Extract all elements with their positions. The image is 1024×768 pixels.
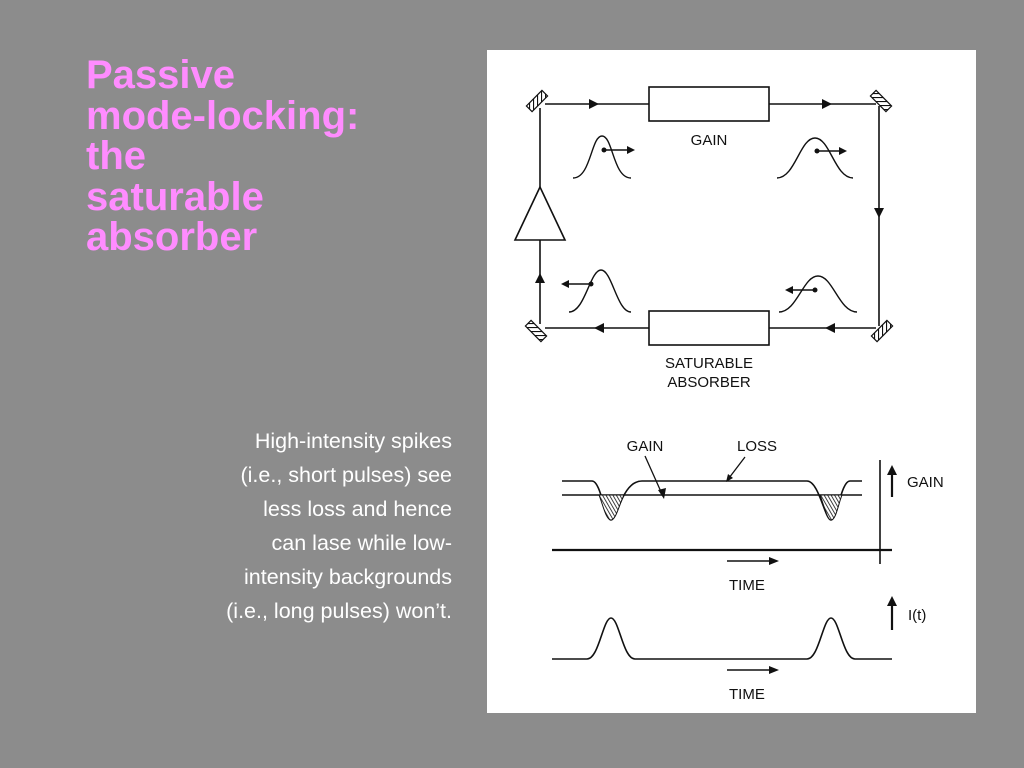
saturable-absorber: [648, 310, 770, 346]
arrow-left-icon: [594, 323, 604, 333]
intensity-axis-label: I(t): [908, 607, 926, 624]
pulse-bottom-left: [568, 269, 632, 313]
arrow-right-icon: [589, 99, 599, 109]
pulse-dot: [814, 148, 820, 154]
caption-line: intensity backgrounds: [244, 565, 452, 589]
intensity-plot: I(t) TIME: [552, 596, 926, 703]
arrow-down-icon: [658, 488, 666, 499]
pulse-top-right: [776, 137, 854, 179]
absorber-label-line: SATURABLE: [665, 355, 753, 372]
gain-axis-label: GAIN: [907, 474, 944, 491]
arrow-left-icon: [785, 286, 793, 294]
pulse-dot: [601, 147, 607, 153]
loss-pointer: [728, 456, 746, 479]
gain-loss-plot: GAIN LOSS GAIN TIME: [552, 438, 944, 594]
caption-line: (i.e., short pulses) see: [240, 463, 452, 487]
time-label: TIME: [729, 577, 765, 594]
mode-locking-figure: GAIN SATURABLE ABSORBER: [513, 86, 944, 703]
arrow-right-icon: [822, 99, 832, 109]
slide-title: Passive mode-locking: the saturable abso…: [86, 55, 446, 258]
loss-curve-label: LOSS: [737, 438, 777, 455]
arrow-right-icon: [839, 147, 847, 155]
gain-curve-label: GAIN: [627, 438, 664, 455]
arrow-left-icon: [561, 280, 569, 288]
figure-panel: GAIN SATURABLE ABSORBER: [487, 50, 976, 713]
pulse-dot: [588, 281, 594, 287]
caption-line: High-intensity spikes: [254, 429, 452, 453]
net-gain-window: [598, 494, 625, 521]
arrow-down-icon: [726, 474, 733, 482]
title-line: saturable: [86, 174, 264, 219]
gain-pointer: [644, 455, 663, 495]
title-line: the: [86, 134, 146, 178]
arrow-left-icon: [825, 323, 835, 333]
mirror-bottom-left: [524, 319, 548, 343]
pulse-top-left: [572, 135, 632, 179]
prism-icon: [513, 185, 567, 241]
caption-line: can lase while low-: [271, 531, 452, 555]
arrow-down-icon: [874, 208, 884, 218]
intensity-curve: [552, 617, 892, 660]
title-line: Passive: [86, 53, 236, 97]
arrow-up-icon: [535, 273, 545, 283]
arrow-right-icon: [627, 146, 635, 154]
arrow-right-icon: [769, 557, 779, 565]
mirror-top-left: [525, 89, 549, 113]
beam-arrows: [535, 99, 884, 333]
pulse-dot: [812, 287, 818, 293]
title-line: absorber: [86, 215, 258, 259]
cavity-pulses: [568, 135, 858, 313]
pulse-arrowheads: [561, 146, 847, 294]
time-label: TIME: [729, 686, 765, 703]
title-line: mode-locking:: [86, 93, 360, 138]
mirror-top-right: [869, 89, 893, 113]
arrow-up-icon: [887, 465, 897, 475]
mirror-bottom-right: [870, 319, 894, 343]
caption-line: less loss and hence: [263, 497, 452, 521]
pulse-bottom-right: [778, 275, 858, 313]
net-gain-window: [819, 494, 843, 521]
slide-caption: High-intensity spikes (i.e., short pulse…: [140, 424, 452, 628]
arrow-right-icon: [769, 666, 779, 674]
gain-medium: [648, 86, 770, 122]
caption-line: (i.e., long pulses) won’t.: [226, 599, 452, 623]
absorber-label-line: ABSORBER: [667, 374, 751, 391]
arrow-up-icon: [887, 596, 897, 606]
gain-medium-label: GAIN: [691, 132, 728, 149]
